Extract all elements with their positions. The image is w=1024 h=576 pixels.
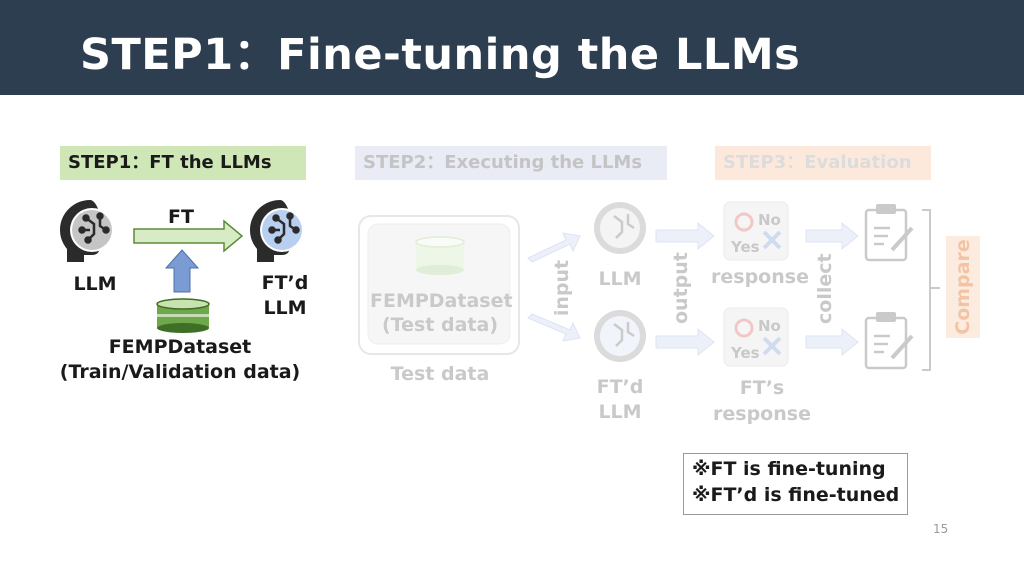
ft-arrow	[133, 219, 244, 253]
notes-box: ※FT is fine-tuning ※FT’d is fine-tuned	[683, 453, 908, 515]
train-dataset-icon	[156, 298, 210, 333]
step1-tag: STEP1：FT the LLMs	[60, 146, 306, 180]
llm-faded-label: LLM	[598, 268, 642, 290]
no-label-1: No	[758, 211, 781, 229]
test-dataset-label-line1: FEMPDataset	[370, 290, 513, 312]
output-label: output	[670, 252, 692, 324]
ft-response-line1: FT’s	[739, 377, 785, 399]
dataset-up-arrow	[164, 249, 200, 293]
title-bar: STEP1：Fine-tuning the LLMs	[0, 0, 1024, 95]
ftd-llm-label-line1: FT’d	[261, 272, 309, 294]
page-number: 15	[933, 522, 949, 536]
ftd-llm-brain-icon	[250, 200, 304, 262]
train-dataset-label-line1: FEMPDataset	[108, 336, 252, 358]
yes-label-1: Yes	[731, 238, 760, 256]
response-label: response	[711, 266, 809, 288]
no-label-2: No	[758, 317, 781, 335]
ft-label: FT	[168, 206, 194, 228]
collect-label: collect	[814, 253, 836, 324]
note-ftd: ※FT’d is fine-tuned	[692, 484, 900, 506]
slide-title: STEP1：Fine-tuning the LLMs	[80, 30, 801, 80]
ftd-llm-faded-line2: LLM	[598, 401, 642, 423]
test-dataset-label-line2: (Test data)	[381, 314, 499, 336]
ftd-llm-faded-line1: FT’d	[596, 376, 644, 398]
ft-response-line2: response	[713, 403, 811, 425]
compare-label: Compare	[952, 239, 974, 335]
step3-tag: STEP3：Evaluation	[715, 146, 931, 180]
llm-label: LLM	[73, 273, 117, 295]
yes-label-2: Yes	[731, 344, 760, 362]
faded-steps-graphics	[358, 201, 980, 371]
train-dataset-label-line2: (Train/Validation data)	[59, 361, 301, 383]
step2-tag: STEP2：Executing the LLMs	[355, 146, 667, 180]
llm-brain-icon	[60, 200, 114, 262]
test-data-label: Test data	[390, 363, 490, 385]
input-label: input	[551, 259, 573, 317]
ftd-llm-label-line2: LLM	[263, 297, 307, 319]
note-ft: ※FT is fine-tuning	[692, 458, 886, 480]
